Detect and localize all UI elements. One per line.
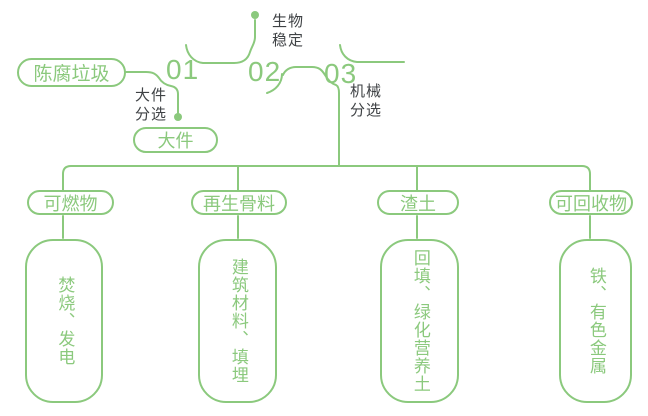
label-mechanical-sorting: 机械分选: [350, 83, 383, 119]
result-text: 建筑材料、填埋: [228, 258, 248, 384]
source-node: 陈腐垃圾: [17, 58, 126, 87]
label-bio-stabilization: 生物稳定: [272, 13, 305, 49]
branch-label: 再生骨料: [203, 193, 275, 214]
wire-02-to-branch-bus: [282, 66, 340, 167]
branch-label: 可回收物: [555, 193, 627, 214]
wire-branch-bus: [62, 165, 591, 192]
branch-label: 可燃物: [43, 193, 98, 214]
result-text: 焚烧、发电: [55, 276, 75, 366]
source-label: 陈腐垃圾: [33, 64, 110, 85]
wire-bio-riser: [233, 19, 256, 64]
step-number-03: 03: [324, 58, 358, 89]
step-number-02: 02: [248, 56, 282, 87]
result-card-recyclables: 铁、有色金属: [559, 239, 632, 403]
wire-01-to-02: [185, 44, 235, 64]
result-card-slag-soil: 回填、绿化营养土: [380, 239, 459, 403]
result-text: 回填、绿化营养土: [410, 249, 430, 393]
result-card-recycled-aggregate: 建筑材料、填埋: [198, 239, 277, 403]
branch-node-combustible: 可燃物: [27, 190, 114, 215]
result-text: 铁、有色金属: [586, 267, 606, 375]
branch-node-recycled-aggregate: 再生骨料: [191, 190, 287, 215]
branch-node-slag-soil: 渣土: [377, 190, 459, 215]
bulky-item-label: 大件: [157, 131, 194, 151]
connector-dot-bulky: [174, 113, 182, 121]
step-number-01: 01: [166, 54, 200, 85]
bulky-item-node: 大件: [133, 127, 218, 153]
wire-02-tail-arc: [266, 73, 283, 94]
wire-03-tail: [339, 44, 405, 63]
result-card-combustible: 焚烧、发电: [25, 239, 103, 403]
branch-label: 渣土: [400, 193, 436, 214]
branch-node-recyclables: 可回收物: [549, 190, 633, 215]
wire-source-to-01: [125, 71, 179, 114]
connector-dot-bio: [251, 11, 259, 19]
label-bulky-sorting: 大件分选: [135, 87, 168, 123]
